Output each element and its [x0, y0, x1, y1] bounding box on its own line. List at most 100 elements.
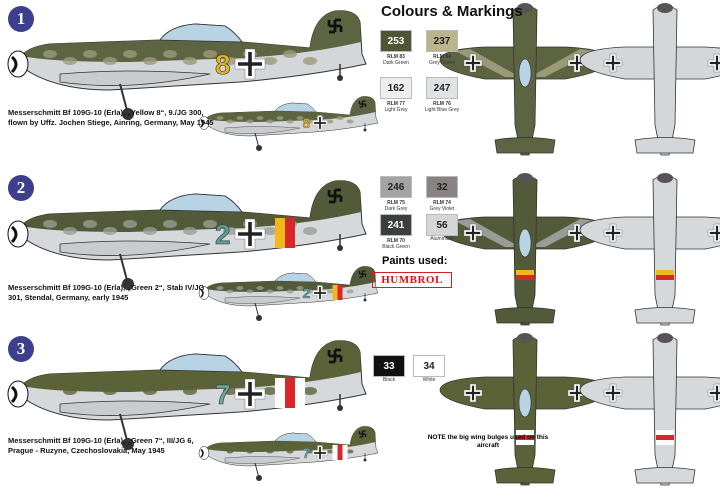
tail-wheel — [363, 298, 367, 302]
camouflage-mottle — [256, 116, 264, 120]
tail-wheel — [337, 405, 343, 411]
page-title: Colours & Markings — [381, 3, 523, 20]
camouflage-mottle — [246, 119, 254, 124]
spinner-spiral — [200, 448, 204, 458]
swatch-rlm: RLM 77 — [387, 101, 405, 107]
swatch-code: 246 — [380, 176, 412, 198]
swatch-code: 32 — [426, 176, 458, 198]
camouflage-mottle — [203, 220, 217, 228]
camouflage-mottle — [143, 387, 157, 395]
paints-used-label: Paints used: — [382, 255, 448, 267]
camouflage-mottle — [63, 57, 77, 65]
canopy — [518, 228, 532, 258]
humbrol-logo: HUMBROL — [372, 272, 452, 288]
tailplane — [494, 307, 556, 324]
camouflage-mottle — [43, 50, 57, 58]
camouflage-mottle — [286, 119, 294, 124]
camouflage-mottle — [256, 286, 264, 290]
camouflage-mottle — [263, 57, 277, 65]
camouflage-mottle — [236, 116, 244, 120]
fuselage-band — [516, 435, 534, 440]
camouflage-mottle — [83, 220, 97, 228]
spinner — [517, 333, 533, 343]
top-view-scheme-2 — [439, 173, 611, 326]
fuselage-band — [275, 378, 285, 408]
swatch-name: Light Blue Grey — [424, 107, 460, 113]
wings — [579, 216, 720, 250]
tactical-number: 7 — [215, 379, 231, 410]
caption-line: Messerschmitt Bf 109G-10 (Erla), „Green … — [8, 283, 205, 292]
scheme-badge-3: 3 — [8, 336, 34, 362]
camouflage-mottle — [63, 387, 77, 395]
swatch-code: 56 — [426, 214, 458, 236]
camouflage-mottle — [286, 289, 294, 294]
scheme-3-caption: Messerschmitt Bf 109G-10 (Erla), „Green … — [8, 436, 223, 456]
camouflage-mottle — [43, 380, 57, 388]
balkenkreuz-center — [569, 225, 585, 241]
tail-wheel — [363, 458, 367, 462]
balkenkreuz-center — [709, 55, 720, 71]
tactical-number: 2 — [303, 285, 311, 301]
fuselage — [652, 5, 678, 156]
camouflage-mottle — [286, 449, 294, 454]
balkenkreuz-center — [465, 385, 481, 401]
fuselage-band — [516, 275, 534, 280]
swatch-rlm: RLM 84 — [433, 54, 451, 60]
swatch-name: Aluminium — [430, 236, 454, 242]
swatch-rlm: RLM 83 — [387, 54, 405, 60]
bottom-view-scheme-2 — [579, 173, 720, 326]
fuselage — [652, 335, 678, 486]
balkenkreuz-center — [605, 225, 621, 241]
camouflage-mottle — [326, 119, 334, 124]
wing-camouflage — [455, 49, 595, 77]
swatch-name: Dark Grey — [384, 206, 408, 212]
camouflage-mottle — [163, 380, 177, 388]
wheel — [122, 108, 134, 120]
camouflage-mottle — [216, 446, 224, 450]
side-view-scheme-1: 8 — [7, 10, 367, 120]
balkenkreuz-center — [569, 55, 585, 71]
swatch-rlm: RLM 76 — [433, 101, 451, 107]
spinner-spiral — [10, 225, 18, 244]
wing-root — [224, 126, 301, 134]
fuselage-band — [342, 445, 348, 460]
balkenkreuz-center — [238, 52, 262, 76]
camouflage-mottle — [303, 57, 317, 65]
camouflage-mottle — [123, 380, 137, 388]
caption-line: 301, Stendal, Germany, early 1945 — [8, 293, 129, 302]
balkenkreuz-center — [605, 385, 621, 401]
fuselage-band — [337, 285, 343, 300]
side-view-scheme-3: 7 — [7, 340, 367, 450]
fuselage-band — [285, 378, 295, 408]
swatch-name: Grey Green — [428, 60, 456, 66]
canopy — [518, 58, 532, 88]
camouflage-mottle — [263, 387, 277, 395]
tail-wheel — [337, 75, 343, 81]
canopy — [274, 272, 317, 283]
camouflage-mottle — [236, 286, 244, 290]
tailplane — [634, 467, 696, 484]
swatch-rlm: RLM 74 — [433, 200, 451, 206]
fuselage-band — [295, 378, 305, 408]
camouflage-mottle — [236, 446, 244, 450]
swatch-code: 162 — [380, 77, 412, 99]
camouflage-mottle — [143, 57, 157, 65]
wings — [579, 46, 720, 80]
wing-camouflage — [455, 219, 595, 247]
bottom-view-scheme-3 — [579, 333, 720, 486]
camouflage-mottle — [103, 227, 117, 235]
caption-line: Prague - Ruzyne, Czechoslovakia, May 194… — [8, 446, 165, 455]
fuselage-band — [285, 218, 295, 248]
bottom-view-scheme-1 — [579, 3, 720, 156]
spinner — [657, 3, 673, 13]
swatch-name: Black — [382, 377, 396, 383]
camouflage-mottle — [346, 119, 354, 124]
caption-line: Messerschmitt Bf 109G-10 (Erla), „Yellow… — [8, 108, 204, 117]
top-view-scheme-1 — [439, 3, 611, 156]
camouflage-mottle — [306, 289, 314, 294]
swatch-rlm: RLM 75 — [387, 200, 405, 206]
camouflage-mottle — [223, 227, 237, 235]
